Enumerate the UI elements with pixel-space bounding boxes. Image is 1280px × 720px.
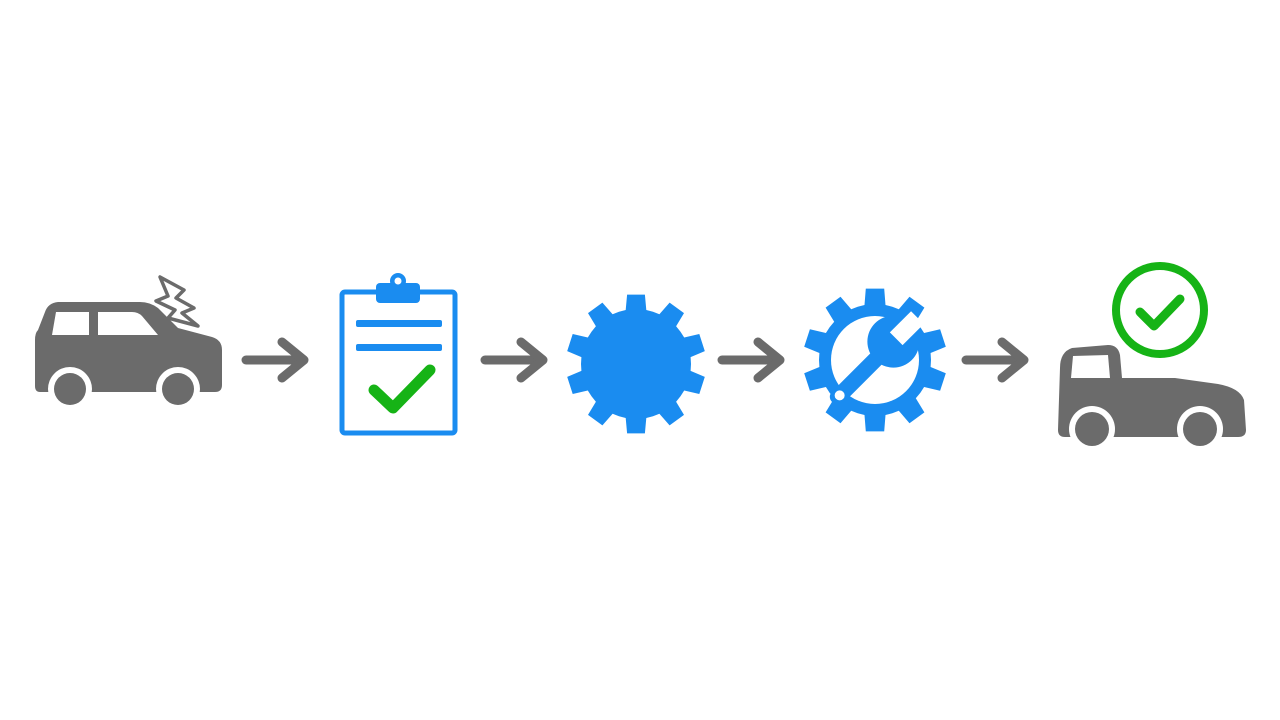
damaged-car-icon (35, 275, 222, 411)
gear-icon (567, 294, 705, 434)
arrow-right-icon (961, 337, 1029, 383)
arrow-right-icon (717, 337, 785, 383)
gear-shape (567, 294, 705, 434)
arrow-right-icon (480, 337, 548, 383)
arrow-right-icon (241, 337, 309, 383)
repaired-car-check-icon (1058, 260, 1246, 452)
check-icon (1135, 294, 1185, 331)
gear-wrench-icon (804, 288, 946, 432)
checklist-clipboard-icon (339, 273, 458, 436)
